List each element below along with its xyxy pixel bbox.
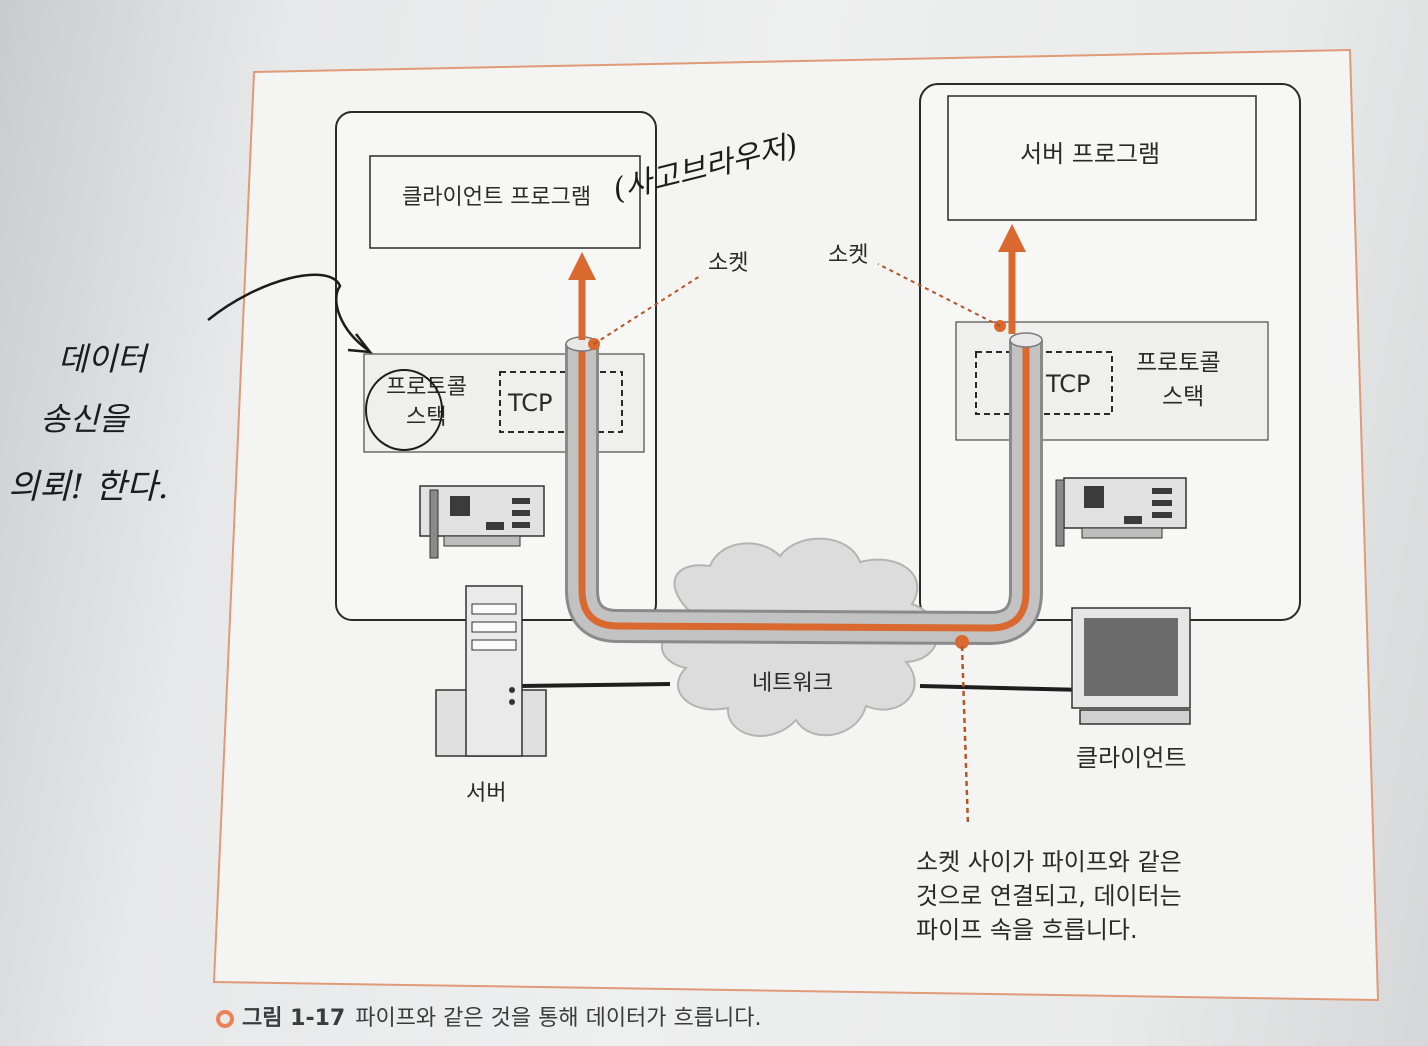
client-cable: [919, 684, 1087, 692]
handwritten-note-line-3: 의뢰! 한다.: [8, 467, 168, 507]
handwritten-circle: [365, 369, 443, 451]
client-protocol-label: 프로토콜: [386, 375, 467, 400]
caption-bullet-icon: [216, 1010, 234, 1028]
client-program-box: [369, 155, 641, 249]
server-tower-icon: [435, 585, 547, 757]
handwritten-arrow: [207, 273, 369, 352]
client-tcp-label: TCP: [507, 389, 552, 417]
handwritten-arrow-tip: [347, 333, 373, 354]
client-socket-label: 소켓: [708, 251, 748, 276]
client-device-label: 클라이언트: [1076, 744, 1186, 772]
server-nic-card-icon: [1055, 477, 1187, 547]
figure-caption: 그림 1-17 파이프와 같은 것을 통해 데이터가 흐릅니다.: [216, 1000, 761, 1040]
client-tcp-box: [499, 371, 623, 433]
server-socket-opening: [1009, 332, 1043, 348]
pipe-note-dot: [955, 635, 969, 649]
pipe-note-leader: [960, 645, 970, 827]
network-label: 네트워크: [752, 671, 833, 696]
server-stack-label: 스택: [1162, 384, 1204, 410]
server-tcp-box: [975, 351, 1113, 415]
server-tcp-label: TCP: [1045, 370, 1090, 398]
handwritten-note-line-1: 데이터: [58, 340, 150, 378]
server-cable: [519, 682, 671, 688]
server-device-label: 서버: [466, 781, 506, 806]
pipe-note-line-1: 소켓 사이가 파이프와 같은: [916, 848, 1182, 876]
caption-text: 파이프와 같은 것을 통해 데이터가 흐릅니다.: [355, 1006, 762, 1031]
server-socket-leader: [877, 263, 1001, 327]
server-program-box: [947, 95, 1257, 221]
client-monitor-icon: [1071, 607, 1191, 725]
server-socket-label: 소켓: [828, 243, 868, 268]
caption-number: 그림 1-17: [242, 1006, 346, 1031]
pipe-data-flow: [578, 340, 1030, 632]
client-protocol-stack-box: [363, 353, 645, 453]
server-protocol-label: 프로토콜: [1136, 350, 1221, 376]
client-program-label: 클라이언트 프로그램: [402, 185, 591, 210]
handwritten-note-line-2: 송신을: [40, 400, 131, 438]
pipe-note-line-3: 파이프 속을 흐릅니다.: [916, 916, 1138, 944]
client-nic-card-icon: [419, 485, 545, 559]
server-program-label: 서버 프로그램: [1020, 140, 1160, 168]
pipe-note-line-2: 것으로 연결되고, 데이터는: [916, 882, 1182, 910]
client-socket-leader: [593, 275, 701, 345]
